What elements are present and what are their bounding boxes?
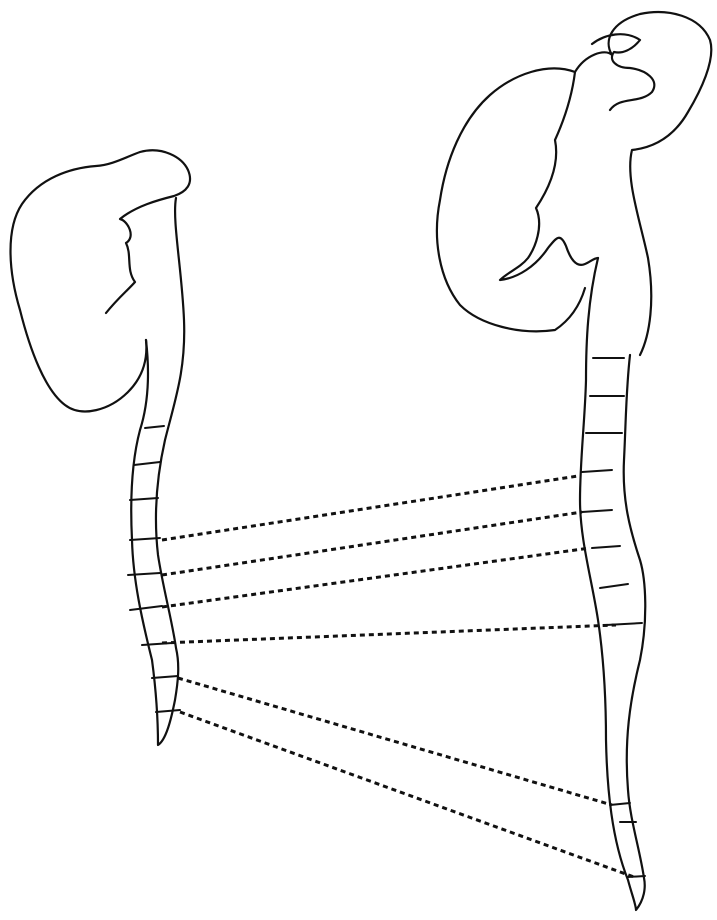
- left-segment-line-5: [128, 573, 160, 575]
- right-segment-line-5: [582, 510, 612, 512]
- right-figure: [437, 12, 711, 910]
- left-figure: [11, 150, 191, 745]
- left-segment-line-9: [156, 710, 180, 712]
- right-segment-line-8: [606, 623, 642, 625]
- dashed-connector-5: [178, 678, 612, 805]
- right-head-crest: [575, 12, 711, 355]
- right-segment-line-9: [610, 803, 630, 805]
- dashed-connector-6: [180, 712, 634, 877]
- right-segment-line-6: [592, 546, 620, 548]
- dashed-connector-1: [162, 476, 578, 540]
- left-segment-line-6: [130, 606, 162, 610]
- dashed-connector-3: [162, 548, 590, 607]
- left-segment-line-4: [130, 538, 160, 540]
- left-segment-line-3: [130, 498, 158, 500]
- dashed-connector-2: [162, 512, 582, 575]
- correspondence-lines: [162, 476, 634, 877]
- right-crest-inner-fold: [592, 34, 654, 110]
- left-head-lobe: [11, 150, 191, 411]
- left-segment-line-7: [142, 643, 172, 645]
- left-segment-line-8: [152, 676, 178, 678]
- left-segment-line-1: [145, 426, 164, 428]
- left-body-front: [131, 198, 184, 745]
- right-segment-line-7: [600, 584, 628, 588]
- left-segment-line-2: [134, 462, 160, 465]
- right-segment-lines: [582, 358, 645, 877]
- right-segment-line-4: [582, 470, 612, 472]
- right-body-front: [580, 258, 645, 910]
- right-head-lobe: [437, 68, 598, 331]
- dashed-connector-4: [162, 625, 616, 643]
